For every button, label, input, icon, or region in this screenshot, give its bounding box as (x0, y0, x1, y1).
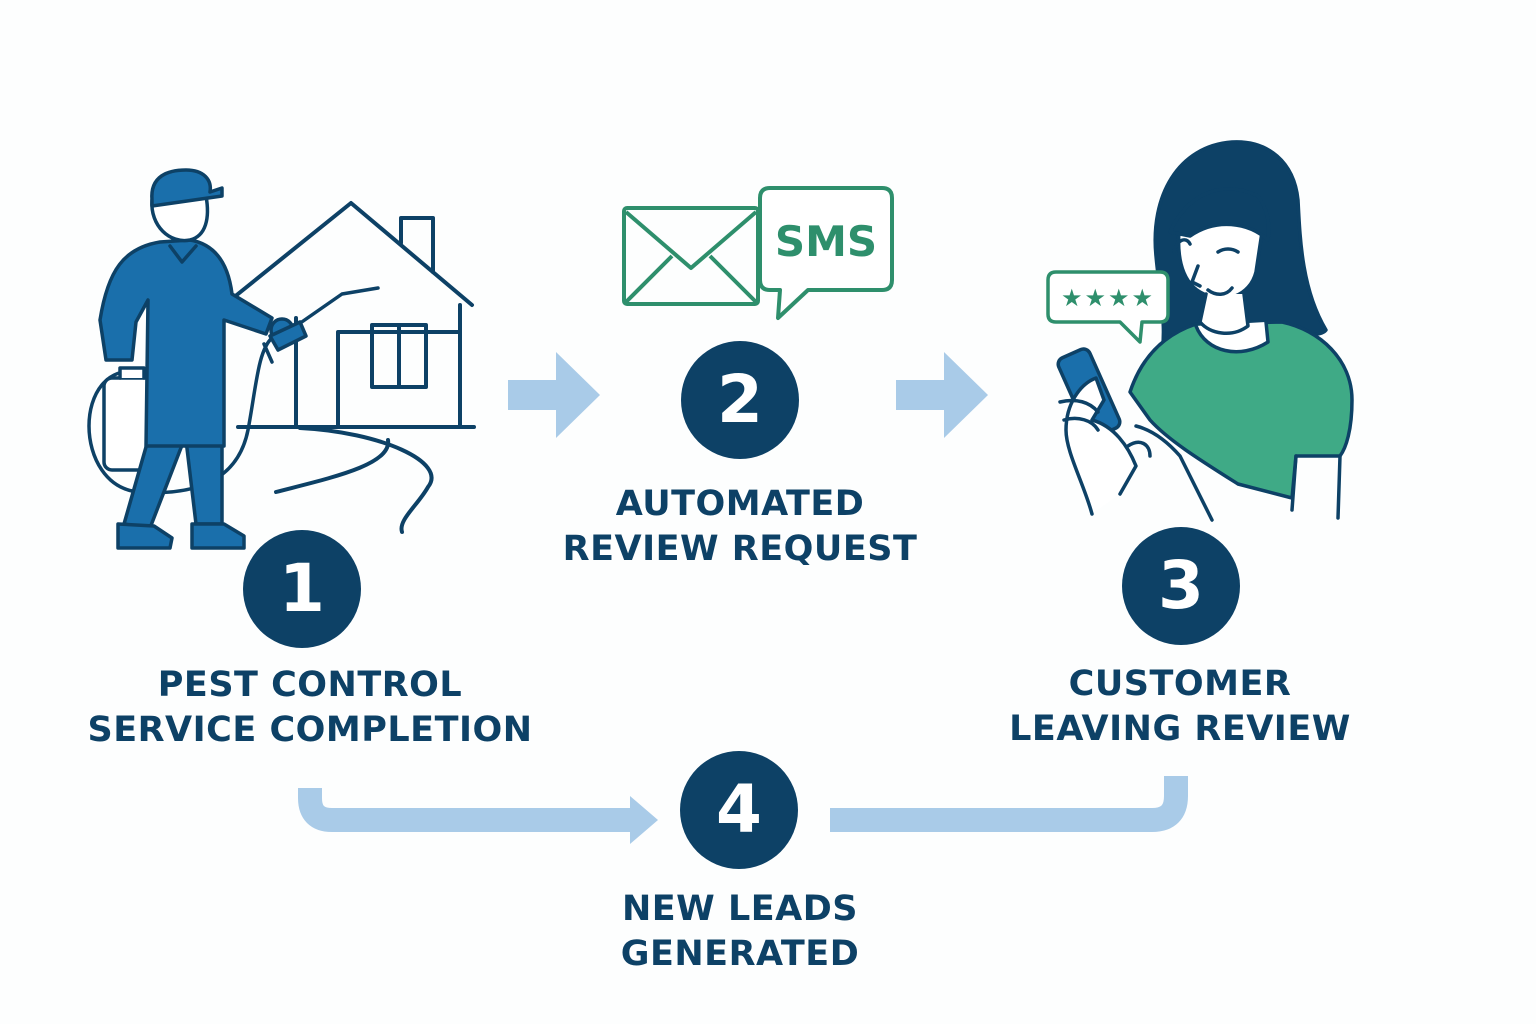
sms-bubble-icon: SMS (758, 186, 894, 320)
step-4-caption-line-1: NEW LEADS (621, 889, 859, 929)
arrow-step2-to-step3 (896, 352, 988, 438)
customer-with-phone-icon (1056, 140, 1354, 522)
step-2-caption-line-2: REVIEW REQUEST (562, 529, 918, 569)
step-3-caption-line-1: CUSTOMER (1068, 664, 1292, 704)
step-2-caption-line-1: AUTOMATED (615, 484, 865, 524)
step-1-caption-line-1: PEST CONTROL (157, 665, 463, 705)
arrow-step1-to-step2 (508, 352, 600, 438)
pest-technician-icon (87, 168, 380, 550)
step-1-badge: 1 (243, 530, 361, 648)
step-3-badge: 3 (1122, 527, 1240, 645)
step-3-caption-line-2: LEAVING REVIEW (1009, 709, 1351, 749)
connector-step3-to-step4 (830, 776, 1188, 832)
envelope-icon (622, 206, 760, 306)
step-4-caption: NEW LEADS GENERATED (560, 887, 920, 977)
star-rating: ★★★★ (1061, 284, 1155, 312)
arrow-step1-to-step4 (298, 786, 658, 844)
star-rating-bubble-icon: ★★★★ (1046, 270, 1170, 344)
step-4-caption-line-2: GENERATED (620, 934, 860, 974)
step-1-caption-line-2: SERVICE COMPLETION (87, 710, 533, 750)
step-1-caption: PEST CONTROL SERVICE COMPLETION (60, 663, 560, 753)
step-4-badge: 4 (680, 751, 798, 869)
step-2-badge: 2 (681, 341, 799, 459)
sms-label: SMS (775, 217, 877, 266)
house-icon (226, 201, 476, 534)
step-3-caption: CUSTOMER LEAVING REVIEW (990, 662, 1370, 752)
step-2-caption: AUTOMATED REVIEW REQUEST (540, 482, 940, 572)
